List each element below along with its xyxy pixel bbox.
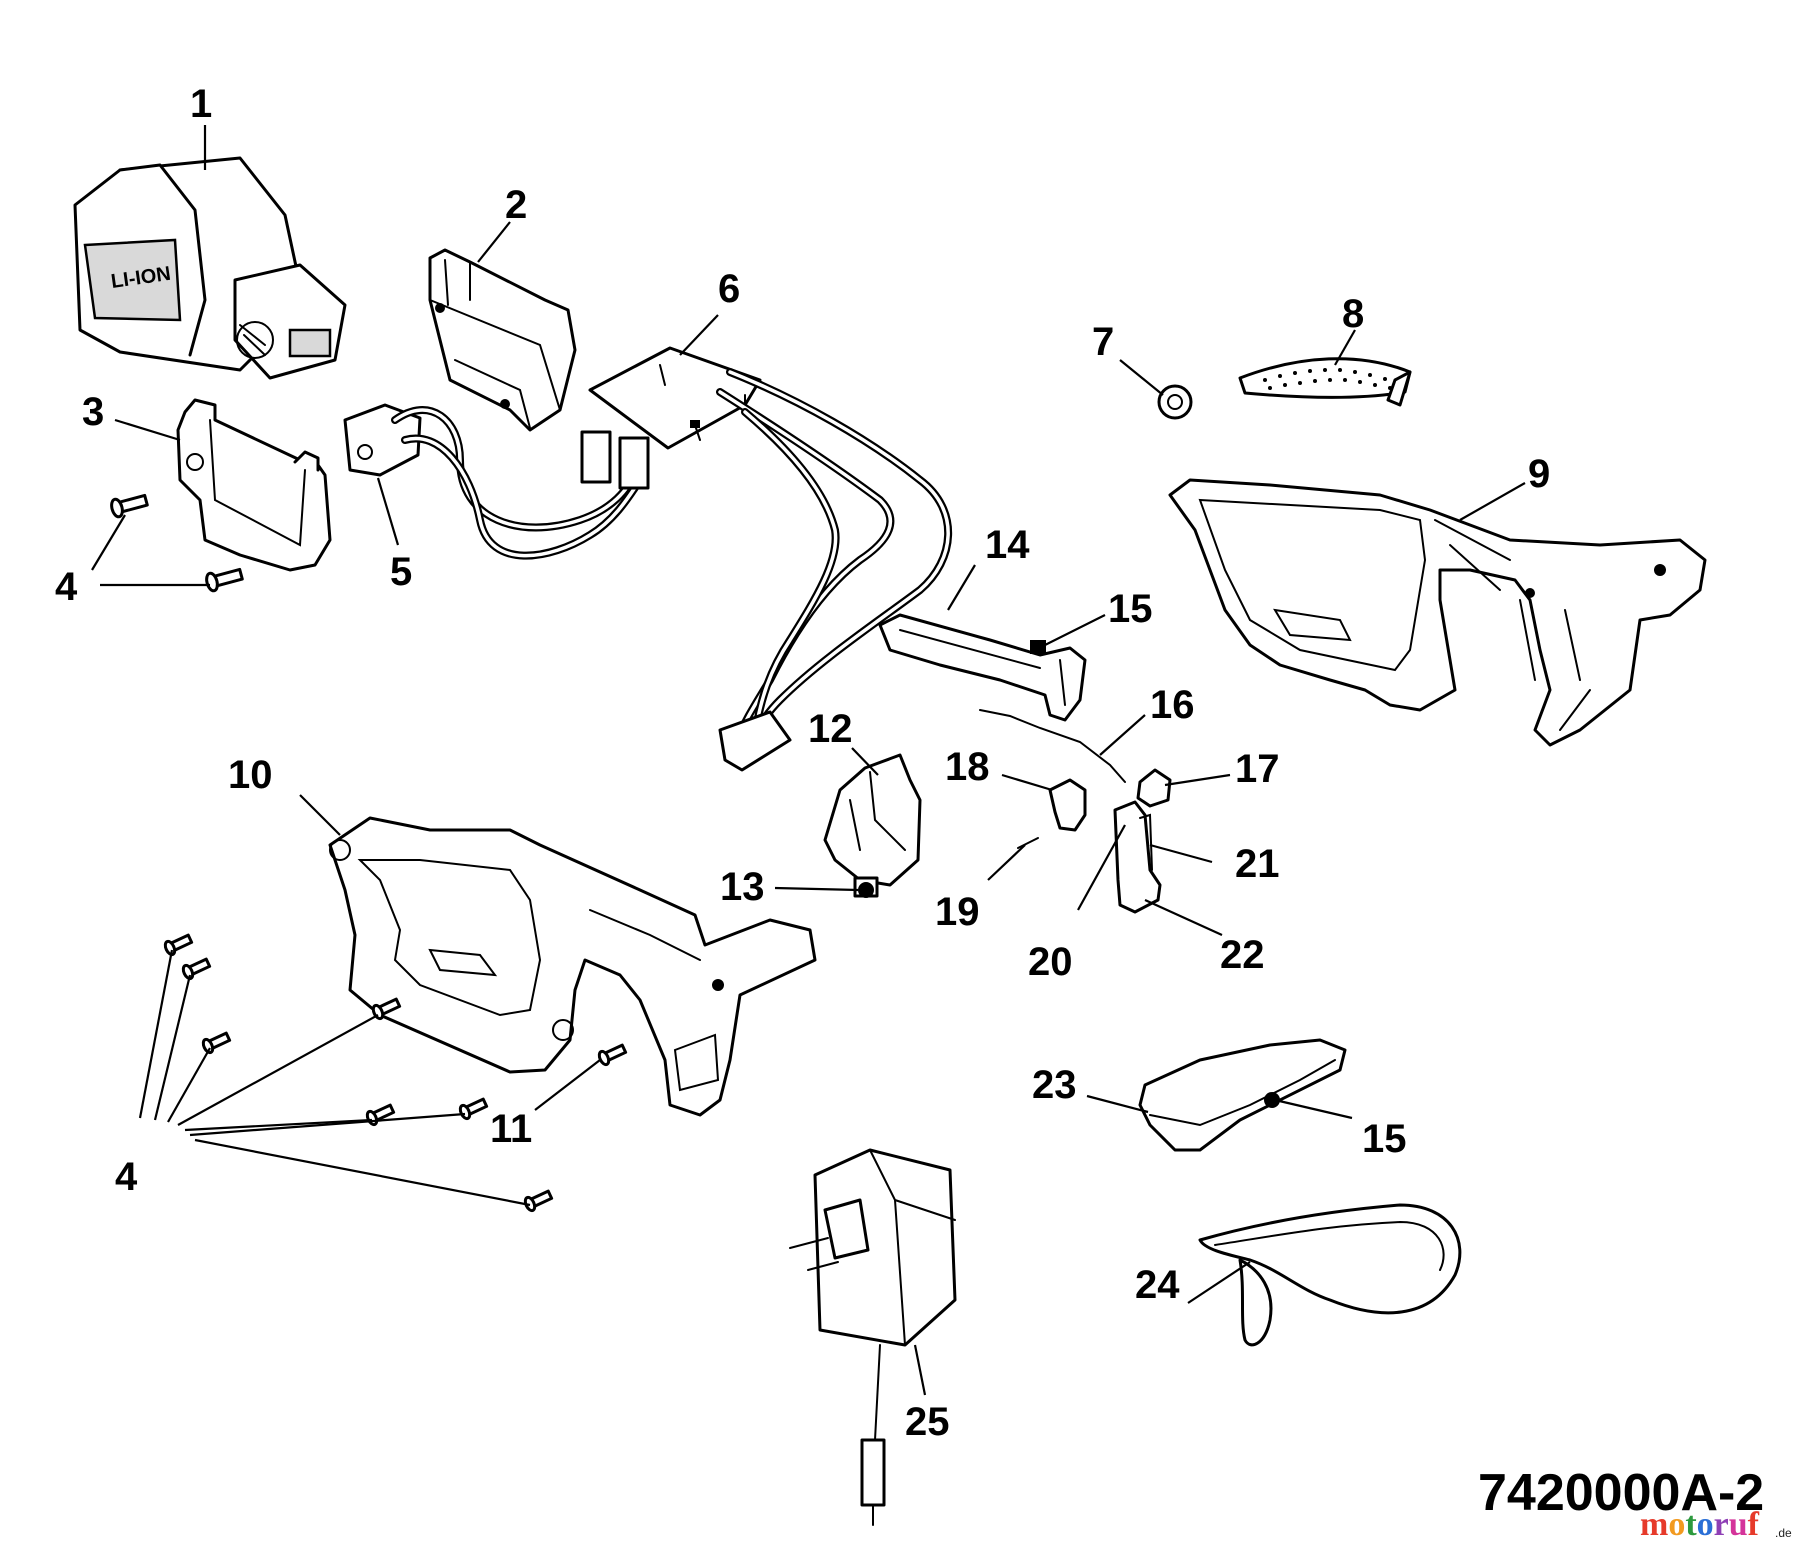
switch-contact-with-wires [343, 403, 650, 560]
part-label-24: 24 [1135, 1263, 1180, 1307]
spring-and-contacts [979, 709, 1172, 914]
part-label-17: 17 [1235, 747, 1280, 791]
watermark-letter: o [1668, 1506, 1685, 1543]
watermark-letter: m [1640, 1506, 1668, 1543]
side-cover [1138, 1038, 1347, 1152]
part-label-5: 5 [390, 550, 412, 594]
watermark-text: motoruf [1640, 1506, 1760, 1543]
switch-lever [878, 613, 1087, 722]
blade-guard [1198, 1203, 1462, 1347]
part-label-12: 12 [808, 707, 853, 751]
part-label-10: 10 [228, 753, 273, 797]
part-label-3: 3 [82, 390, 104, 434]
watermark-letter: o [1697, 1506, 1714, 1543]
screw-set-upper [110, 493, 244, 593]
battery-cover [176, 398, 332, 572]
housing-half-right [1168, 478, 1707, 747]
part-label-13: 13 [720, 865, 765, 909]
watermark-letter: t [1685, 1506, 1697, 1543]
part-label-2: 2 [505, 183, 527, 227]
part-label-4a: 4 [55, 565, 78, 609]
part-label-21: 21 [1235, 842, 1280, 886]
vent-grille [1238, 357, 1412, 407]
part-label-8: 8 [1342, 292, 1364, 336]
housing-half-left [328, 816, 817, 1117]
part-labels: 1 2 3 4 5 6 7 8 9 10 11 12 13 14 15 16 1… [55, 82, 1550, 1444]
part-label-23: 23 [1032, 1063, 1077, 1107]
part-label-25: 25 [905, 1400, 950, 1444]
charger-plug-icon [789, 1148, 957, 1526]
switch-housing [823, 753, 922, 898]
part-label-11: 11 [490, 1107, 532, 1151]
circuit-board-cable [588, 346, 953, 772]
part-label-20: 20 [1028, 940, 1073, 984]
part-label-15b: 15 [1362, 1117, 1407, 1161]
part-label-7: 7 [1092, 320, 1114, 364]
part-label-16: 16 [1150, 683, 1195, 727]
part-label-15a: 15 [1108, 587, 1153, 631]
battery-pack-icon: LI-ION [73, 156, 347, 380]
part-label-14: 14 [985, 523, 1030, 567]
part-label-22: 22 [1220, 933, 1265, 977]
watermark-suffix: .de [1775, 1526, 1792, 1540]
watermark-letter: r [1714, 1506, 1729, 1543]
part-label-4b: 4 [115, 1155, 138, 1199]
watermark: motoruf .de [1640, 1506, 1792, 1543]
battery-holder [428, 248, 577, 432]
part-label-1: 1 [190, 82, 212, 126]
part-label-18: 18 [945, 745, 990, 789]
drawing-number: 7420000A-2 [1478, 1464, 1764, 1522]
leader-lines [91, 125, 1526, 1396]
watermark-letter: u [1729, 1506, 1748, 1543]
nut [1157, 384, 1193, 420]
watermark-letter: f [1748, 1506, 1760, 1543]
part-label-6: 6 [718, 267, 740, 311]
part-label-9: 9 [1528, 452, 1550, 496]
part-label-19: 19 [935, 890, 980, 934]
